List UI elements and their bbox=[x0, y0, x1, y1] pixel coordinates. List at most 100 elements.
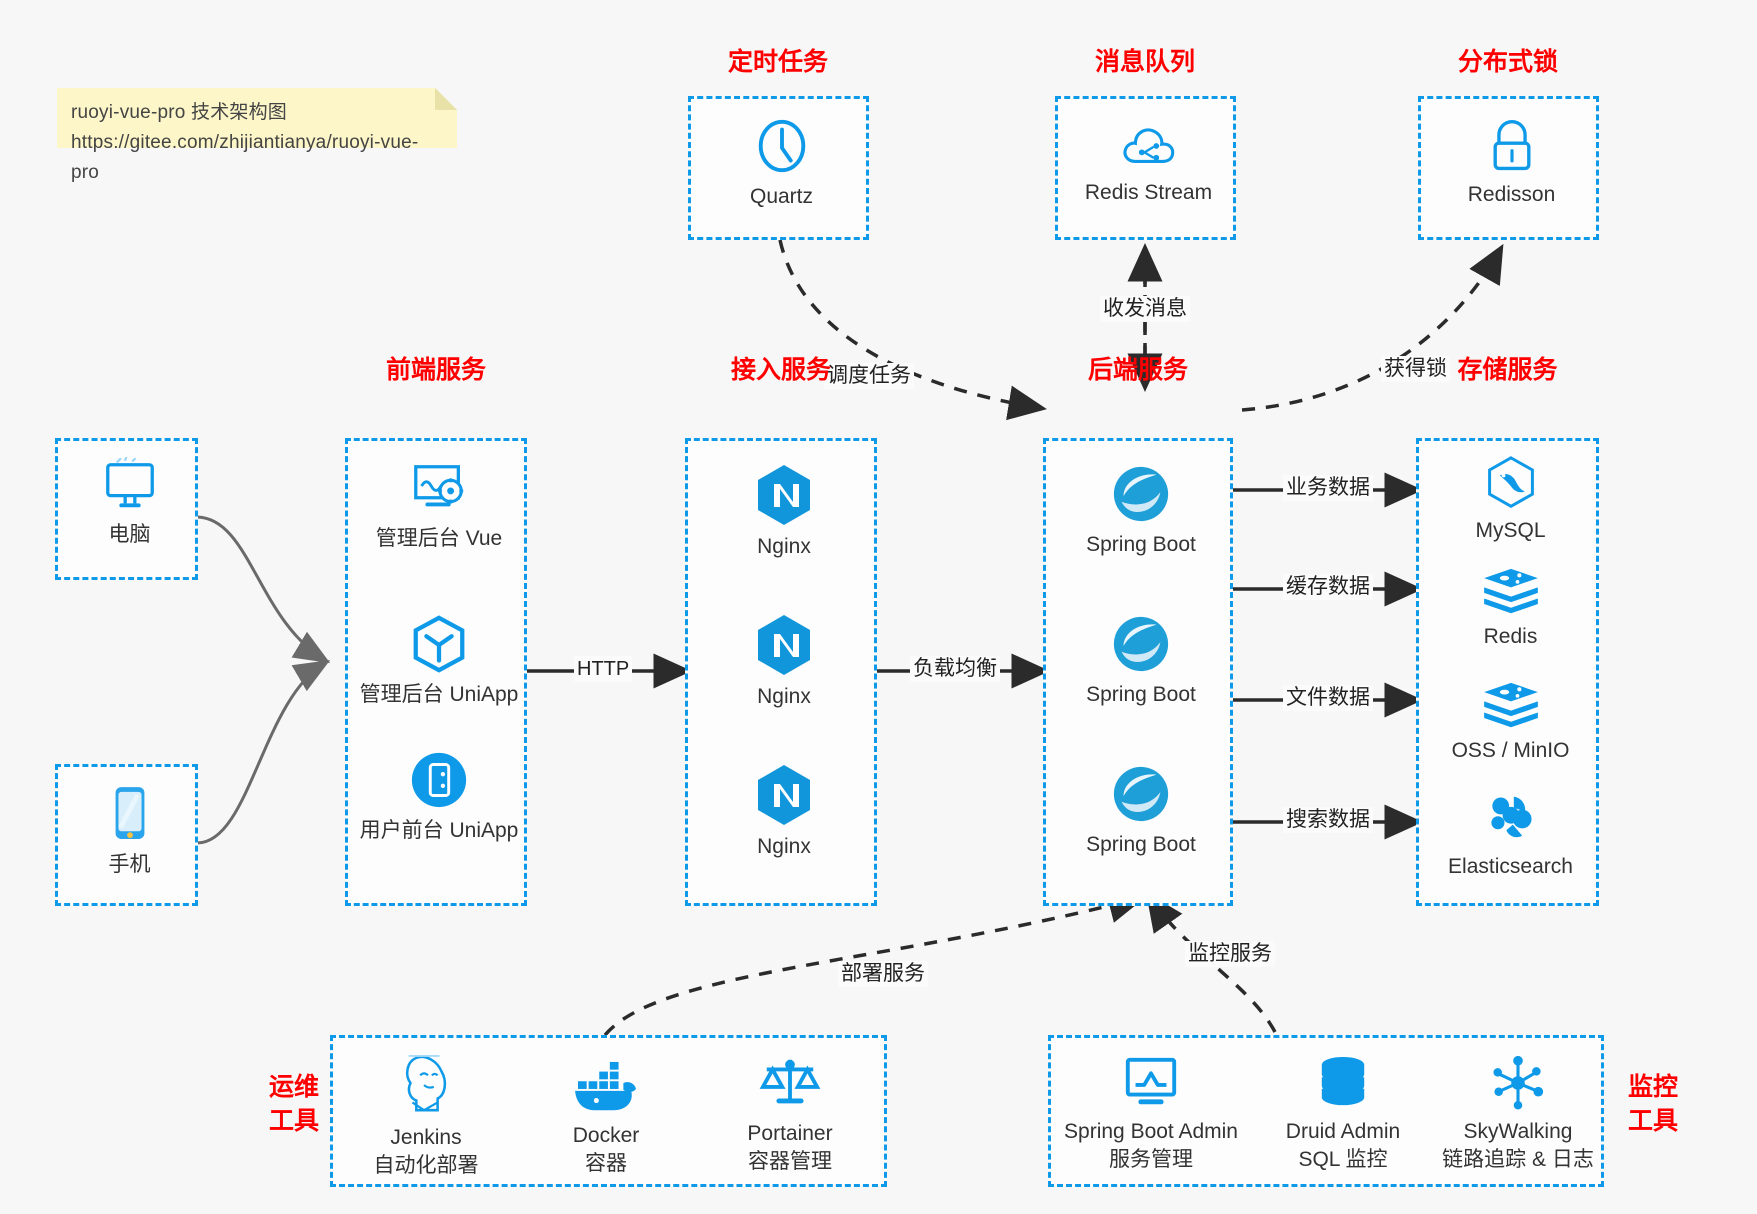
node-mysql[interactable]: MySQL bbox=[1419, 455, 1602, 544]
node-label: MySQL bbox=[1475, 519, 1546, 542]
node-label: 用户前台 UniApp bbox=[359, 819, 519, 842]
dashboard-gear-icon bbox=[414, 465, 464, 507]
node-portainer[interactable]: Portainer 容器管理 bbox=[705, 1054, 875, 1176]
node-label: Nginx bbox=[757, 835, 811, 858]
node-admin-uniapp[interactable]: 管理后台 UniApp bbox=[348, 613, 530, 708]
node-nginx-2[interactable]: Nginx bbox=[688, 613, 880, 710]
edge-label-monitor-service: 监控服务 bbox=[1185, 941, 1275, 967]
node-label: 管理后台 Vue bbox=[375, 527, 503, 550]
node-spring-boot-1[interactable]: Spring Boot bbox=[1046, 463, 1236, 558]
spring-boot-icon bbox=[1113, 466, 1169, 522]
skywalking-icon bbox=[1493, 1055, 1544, 1110]
diagram-note: ruoyi-vue-pro 技术架构图 https://gitee.com/zh… bbox=[57, 88, 457, 183]
node-elasticsearch[interactable]: Elasticsearch bbox=[1419, 791, 1602, 880]
node-phone[interactable]: 手机 bbox=[58, 783, 201, 878]
node-nginx-1[interactable]: Nginx bbox=[688, 463, 880, 560]
mobile-circle-icon bbox=[411, 752, 467, 808]
node-sublabel: 服务管理 bbox=[1109, 1148, 1193, 1171]
desktop-icon bbox=[105, 457, 154, 508]
docker-icon bbox=[575, 1061, 636, 1111]
node-redisson[interactable]: Redisson bbox=[1421, 117, 1602, 208]
node-label: Redis bbox=[1483, 625, 1538, 648]
node-redis-stream[interactable]: Redis Stream bbox=[1058, 119, 1239, 206]
node-label: Quartz bbox=[749, 185, 814, 208]
scales-icon bbox=[759, 1059, 821, 1104]
edge-label-send-receive-message: 收发消息 bbox=[1100, 296, 1190, 322]
node-quartz[interactable]: Quartz bbox=[691, 115, 872, 210]
node-label: Druid Admin bbox=[1285, 1120, 1401, 1143]
group-title-frontend: 前端服务 bbox=[385, 356, 486, 384]
node-label: 电脑 bbox=[108, 523, 151, 546]
group-backend: Spring Boot Spring Boot Spring Boot bbox=[1043, 438, 1233, 906]
elasticsearch-icon bbox=[1490, 796, 1532, 838]
group-title-backend: 后端服务 bbox=[1087, 356, 1188, 384]
phone-icon bbox=[115, 787, 144, 839]
group-title-devops-line2: 工具 bbox=[268, 1107, 319, 1135]
monitor-chart-icon bbox=[1125, 1057, 1177, 1105]
mysql-icon bbox=[1487, 456, 1534, 508]
node-label: Redisson bbox=[1467, 183, 1556, 206]
node-spring-boot-3[interactable]: Spring Boot bbox=[1046, 763, 1236, 858]
node-docker[interactable]: Docker 容器 bbox=[521, 1060, 691, 1178]
nginx-icon bbox=[758, 615, 810, 675]
edge-label-file-data: 文件数据 bbox=[1283, 685, 1373, 711]
node-desktop[interactable]: 电脑 bbox=[58, 457, 201, 548]
node-sublabel: 链路追踪 & 日志 bbox=[1442, 1148, 1594, 1171]
node-label: Jenkins bbox=[390, 1126, 462, 1149]
spring-boot-icon bbox=[1113, 766, 1169, 822]
edge-label-business-data: 业务数据 bbox=[1283, 475, 1373, 501]
node-sublabel: 容器管理 bbox=[748, 1150, 832, 1173]
redis-icon bbox=[1483, 568, 1538, 614]
edge-backend-lock bbox=[1241, 243, 1504, 412]
group-gateway: Nginx Nginx Nginx bbox=[685, 438, 877, 906]
nginx-icon bbox=[758, 765, 810, 825]
node-label: 管理后台 UniApp bbox=[359, 683, 519, 706]
node-label: Spring Boot bbox=[1086, 833, 1196, 856]
group-frontend: 管理后台 Vue 管理后台 UniApp 用户前台 UniApp bbox=[345, 438, 527, 906]
node-label: SkyWalking bbox=[1463, 1120, 1573, 1143]
node-user-uniapp[interactable]: 用户前台 UniApp bbox=[348, 749, 530, 844]
node-nginx-3[interactable]: Nginx bbox=[688, 763, 880, 860]
node-admin-vue[interactable]: 管理后台 Vue bbox=[348, 459, 530, 552]
edge-backend-storage bbox=[1233, 472, 1423, 840]
group-devops: Jenkins 自动化部署 Docker 容器 bbox=[330, 1035, 887, 1187]
node-oss-minio[interactable]: OSS / MinIO bbox=[1419, 681, 1602, 764]
group-title-monitor-line1: 监控 bbox=[1627, 1073, 1678, 1101]
group-scheduler: Quartz bbox=[688, 96, 869, 240]
oss-minio-icon bbox=[1483, 682, 1538, 728]
group-title-lock: 分布式锁 bbox=[1457, 48, 1558, 76]
node-label: Portainer bbox=[747, 1122, 833, 1145]
clock-icon bbox=[758, 119, 805, 173]
node-label: 手机 bbox=[108, 853, 151, 876]
group-title-scheduler: 定时任务 bbox=[727, 48, 828, 76]
group-storage: MySQL Redis OSS / MinIO bbox=[1416, 438, 1599, 906]
node-jenkins[interactable]: Jenkins 自动化部署 bbox=[341, 1052, 511, 1180]
node-spring-boot-2[interactable]: Spring Boot bbox=[1046, 613, 1236, 708]
group-title-monitor: 监控 工具 bbox=[1614, 1070, 1692, 1138]
note-fold-corner bbox=[435, 88, 457, 110]
group-title-gateway: 接入服务 bbox=[730, 356, 831, 384]
cloud-stream-icon bbox=[1122, 128, 1174, 163]
node-label: Spring Boot Admin bbox=[1064, 1120, 1238, 1143]
group-title-devops: 运维 工具 bbox=[258, 1070, 330, 1138]
node-druid-admin[interactable]: Druid Admin SQL 监控 bbox=[1257, 1054, 1429, 1174]
node-label: OSS / MinIO bbox=[1451, 739, 1570, 762]
node-spring-boot-admin[interactable]: Spring Boot Admin 服务管理 bbox=[1051, 1054, 1251, 1174]
node-label: Spring Boot bbox=[1086, 533, 1196, 556]
node-redis[interactable]: Redis bbox=[1419, 567, 1602, 650]
jenkins-icon bbox=[405, 1054, 447, 1112]
edge-label-load-balance: 负载均衡 bbox=[910, 656, 1000, 682]
group-title-devops-line1: 运维 bbox=[268, 1073, 319, 1101]
database-icon bbox=[1321, 1056, 1365, 1106]
node-sublabel: 容器 bbox=[585, 1152, 627, 1175]
node-label: Elasticsearch bbox=[1448, 855, 1573, 878]
group-lock: Redisson bbox=[1418, 96, 1599, 240]
cube-icon bbox=[413, 615, 465, 673]
group-client-phone: 手机 bbox=[55, 764, 198, 906]
node-skywalking[interactable]: SkyWalking 链路追踪 & 日志 bbox=[1429, 1054, 1607, 1174]
node-label: Nginx bbox=[757, 535, 811, 558]
edge-label-http: HTTP bbox=[574, 656, 633, 682]
group-mq: Redis Stream bbox=[1055, 96, 1236, 240]
edge-label-search-data: 搜索数据 bbox=[1283, 807, 1373, 833]
note-line-1: ruoyi-vue-pro 技术架构图 bbox=[71, 102, 288, 123]
